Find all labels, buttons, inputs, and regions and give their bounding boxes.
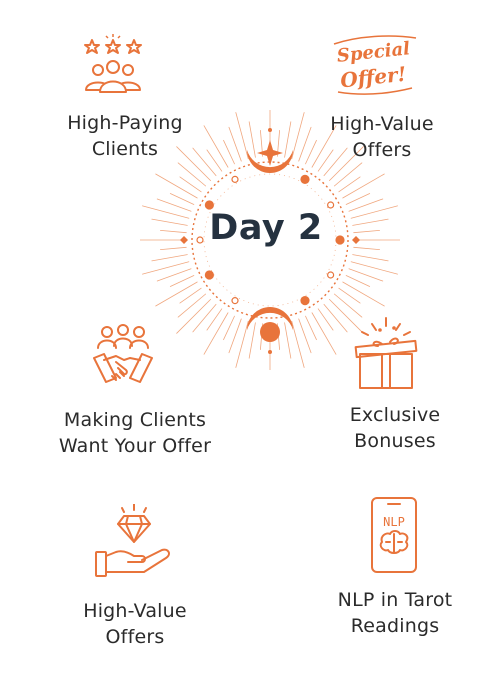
- item-line1: NLP in Tarot: [337, 589, 453, 611]
- nlp-screen-text: NLP: [383, 515, 405, 529]
- item-line1: High-Paying: [67, 112, 183, 134]
- item-making-clients: Making Clients Want Your Offer: [40, 407, 230, 459]
- item-high-value-offers-top: High-Value Offers: [300, 111, 464, 163]
- item-line2: Offers: [105, 626, 165, 648]
- item-line1: High-Value: [330, 113, 434, 135]
- item-line2: Bonuses: [354, 430, 436, 452]
- item-line1: High-Value: [83, 600, 187, 622]
- handshake-icon: [93, 324, 153, 383]
- rating-people-icon: [84, 34, 142, 93]
- item-line2: Readings: [350, 615, 440, 637]
- item-line2: Want Your Offer: [58, 435, 212, 457]
- bottom-moon-icon: [247, 307, 293, 354]
- item-exclusive-bonuses: Exclusive Bonuses: [320, 402, 470, 454]
- item-nlp-tarot: NLP in Tarot Readings: [320, 587, 470, 639]
- item-line2: Clients: [91, 138, 159, 160]
- special-offer-badge-icon: Special Offer!: [333, 35, 417, 95]
- badge-line2: Offer!: [339, 62, 407, 93]
- diamond-hand-icon: [95, 504, 170, 577]
- item-line1: Making Clients: [63, 409, 207, 431]
- item-line2: Offers: [352, 139, 412, 161]
- item-high-value-offers-bottom: High-Value Offers: [55, 598, 215, 650]
- gift-box-icon: [354, 317, 418, 389]
- item-high-paying-clients: High-Paying Clients: [40, 110, 210, 162]
- celestial-circle-emblem: [140, 110, 400, 370]
- item-line1: Exclusive: [349, 404, 441, 426]
- day-title: Day 2: [209, 208, 323, 248]
- top-moon-icon: [247, 128, 293, 173]
- nlp-phone-icon: NLP: [371, 497, 417, 573]
